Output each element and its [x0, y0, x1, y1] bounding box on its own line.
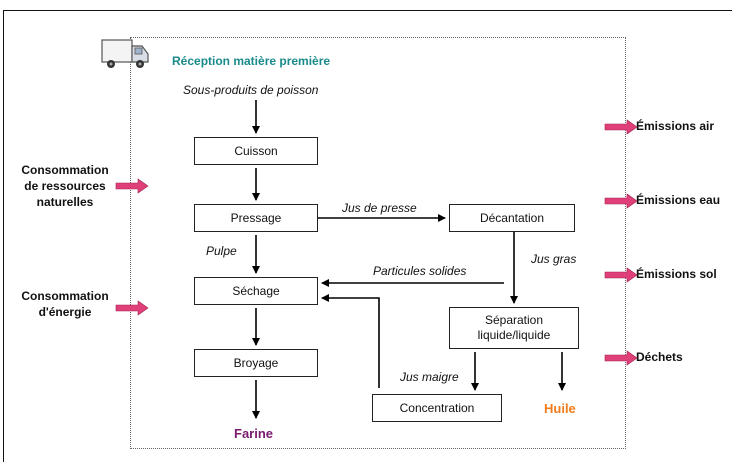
outer-frame — [3, 10, 732, 462]
step-separation: Séparation liquide/liquide — [449, 307, 579, 349]
pink-arrow-ressources — [115, 178, 149, 194]
flow-jus-gras: Jus gras — [531, 252, 577, 266]
reception-title: Réception matière première — [172, 54, 331, 68]
separation-line-1: Séparation — [484, 313, 544, 327]
process-boundary — [130, 37, 626, 449]
input-label: Sous-produits de poisson — [183, 83, 319, 97]
pink-arrow-dechets — [604, 350, 638, 366]
step-sechage: Séchage — [194, 277, 318, 305]
output-farine: Farine — [234, 426, 274, 441]
delivery-truck-icon — [101, 39, 149, 68]
ressources-line-2: de ressources — [24, 179, 106, 193]
input-energie: Consommation d'énergie — [14, 288, 116, 320]
pink-arrow-eau — [604, 193, 638, 209]
pink-arrow-sol — [604, 267, 638, 283]
step-decantation: Décantation — [449, 204, 575, 232]
step-cuisson: Cuisson — [194, 137, 318, 165]
step-broyage: Broyage — [194, 349, 318, 377]
pink-arrow-energie — [115, 300, 149, 316]
flow-jus-presse: Jus de presse — [342, 201, 417, 215]
output-huile: Huile — [544, 401, 576, 416]
ressources-line-1: Consommation — [21, 163, 109, 177]
emission-sol: Émissions sol — [636, 267, 717, 281]
input-ressources: Consommation de ressources naturelles — [14, 162, 116, 210]
step-pressage: Pressage — [194, 204, 318, 232]
emission-air: Émissions air — [636, 119, 715, 133]
separation-line-2: liquide/liquide — [477, 328, 551, 342]
pink-arrow-air — [604, 119, 638, 135]
step-concentration: Concentration — [372, 394, 502, 422]
ressources-line-3: naturelles — [36, 195, 94, 209]
flow-jus-maigre: Jus maigre — [400, 370, 459, 384]
arrow-concentration-sechage — [321, 294, 380, 388]
output-dechets: Déchets — [636, 350, 683, 364]
emission-eau: Émissions eau — [636, 193, 721, 207]
flow-particules: Particules solides — [373, 264, 467, 278]
energie-line-2: d'énergie — [38, 305, 92, 319]
flow-pulpe: Pulpe — [206, 244, 237, 258]
energie-line-1: Consommation — [21, 289, 109, 303]
